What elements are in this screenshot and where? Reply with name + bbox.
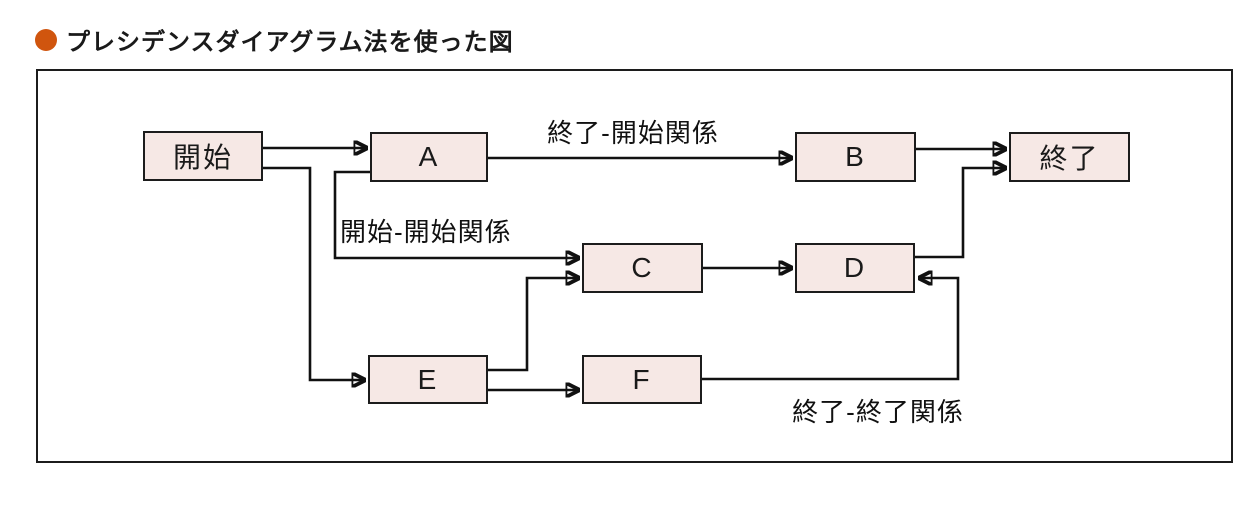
orange-bullet-icon [35,28,57,51]
label-finish-finish-relation: 終了-終了関係 [792,397,964,427]
label-finish-start-relation: 終了-開始関係 [547,118,719,148]
node-a: A [370,132,488,182]
label-start-start-relation: 開始-開始関係 [340,217,512,247]
node-end: 終了 [1009,132,1130,182]
figure-caption: プレシデンスダイアグラム法を使った図 [35,22,514,57]
node-start: 開始 [143,131,263,181]
node-f: F [582,355,702,404]
node-d: D [795,243,915,293]
node-c: C [582,243,703,293]
node-e: E [368,355,488,404]
node-b: B [795,132,916,182]
figure-title: プレシデンスダイアグラム法を使った図 [66,29,514,56]
